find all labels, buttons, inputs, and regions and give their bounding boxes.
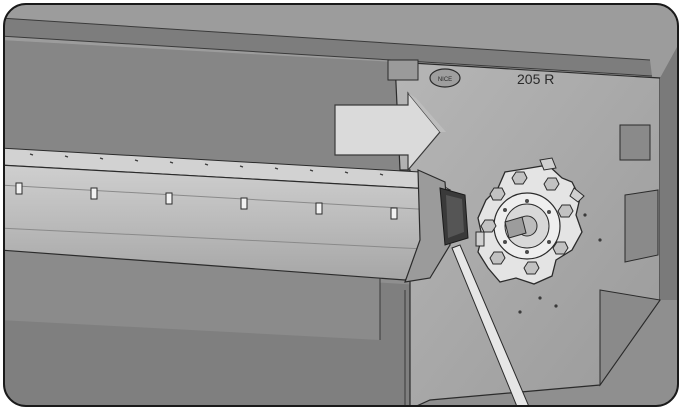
lower-shelf	[4, 250, 380, 340]
motor-bracket	[475, 157, 585, 285]
bracket-holes	[503, 199, 551, 254]
bracket-screws	[480, 171, 574, 275]
drive-shaft	[504, 216, 527, 239]
plate-holes	[518, 213, 602, 314]
cable	[451, 244, 531, 406]
tube-top-marks	[29, 153, 384, 176]
logo-badge: NICE	[429, 68, 461, 88]
top-rail-groove	[4, 18, 652, 76]
end-plate-edge	[660, 40, 678, 300]
tube-end-cap	[404, 169, 451, 283]
tube-slots	[15, 182, 398, 220]
insert-direction-arrow	[334, 91, 446, 172]
model-label: 205 R	[517, 71, 554, 87]
frame-border	[3, 3, 679, 407]
back-panel-upper	[4, 40, 400, 170]
logo-text: NICE	[438, 77, 452, 83]
